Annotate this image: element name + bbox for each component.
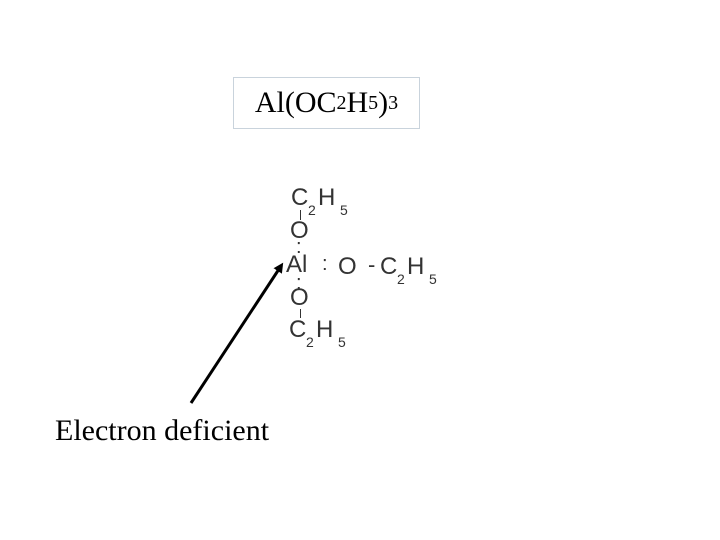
bottom-group-carbon: C bbox=[289, 316, 307, 343]
bottom-group-hydrogen: H bbox=[316, 316, 334, 343]
bottom-o-c-bond bbox=[300, 309, 301, 318]
bottom-o-al-lone-pair: : bbox=[296, 272, 302, 294]
right-o-al-lone-pair: : bbox=[322, 253, 328, 275]
right-o-c-bond: - bbox=[368, 252, 376, 277]
aluminum-atom: Al bbox=[286, 251, 308, 278]
top-group-hydrogen: H bbox=[318, 184, 336, 211]
bottom-group-hydrogen-subscript: 5 bbox=[338, 334, 346, 350]
top-c-o-bond bbox=[300, 210, 301, 220]
formula-close: ) bbox=[378, 86, 389, 119]
top-oxygen: O bbox=[290, 217, 309, 244]
right-group-carbon-subscript: 2 bbox=[397, 271, 405, 287]
formula-mid: H bbox=[346, 86, 369, 119]
bottom-oxygen: O bbox=[290, 284, 309, 311]
top-group-hydrogen-subscript: 5 bbox=[340, 202, 348, 218]
right-group-hydrogen: H bbox=[407, 253, 425, 280]
formula-base: Al(OC bbox=[254, 86, 337, 119]
arrow-line bbox=[189, 262, 284, 404]
electron-deficient-label: Electron deficient bbox=[55, 414, 270, 447]
top-o-al-lone-pair: : bbox=[296, 236, 302, 258]
right-oxygen: O bbox=[338, 253, 357, 280]
right-group-hydrogen-subscript: 5 bbox=[429, 271, 437, 287]
top-group-carbon: C bbox=[291, 184, 309, 211]
top-group-carbon-subscript: 2 bbox=[308, 202, 316, 218]
right-group-carbon: C bbox=[380, 253, 398, 280]
bottom-group-carbon-subscript: 2 bbox=[306, 334, 314, 350]
